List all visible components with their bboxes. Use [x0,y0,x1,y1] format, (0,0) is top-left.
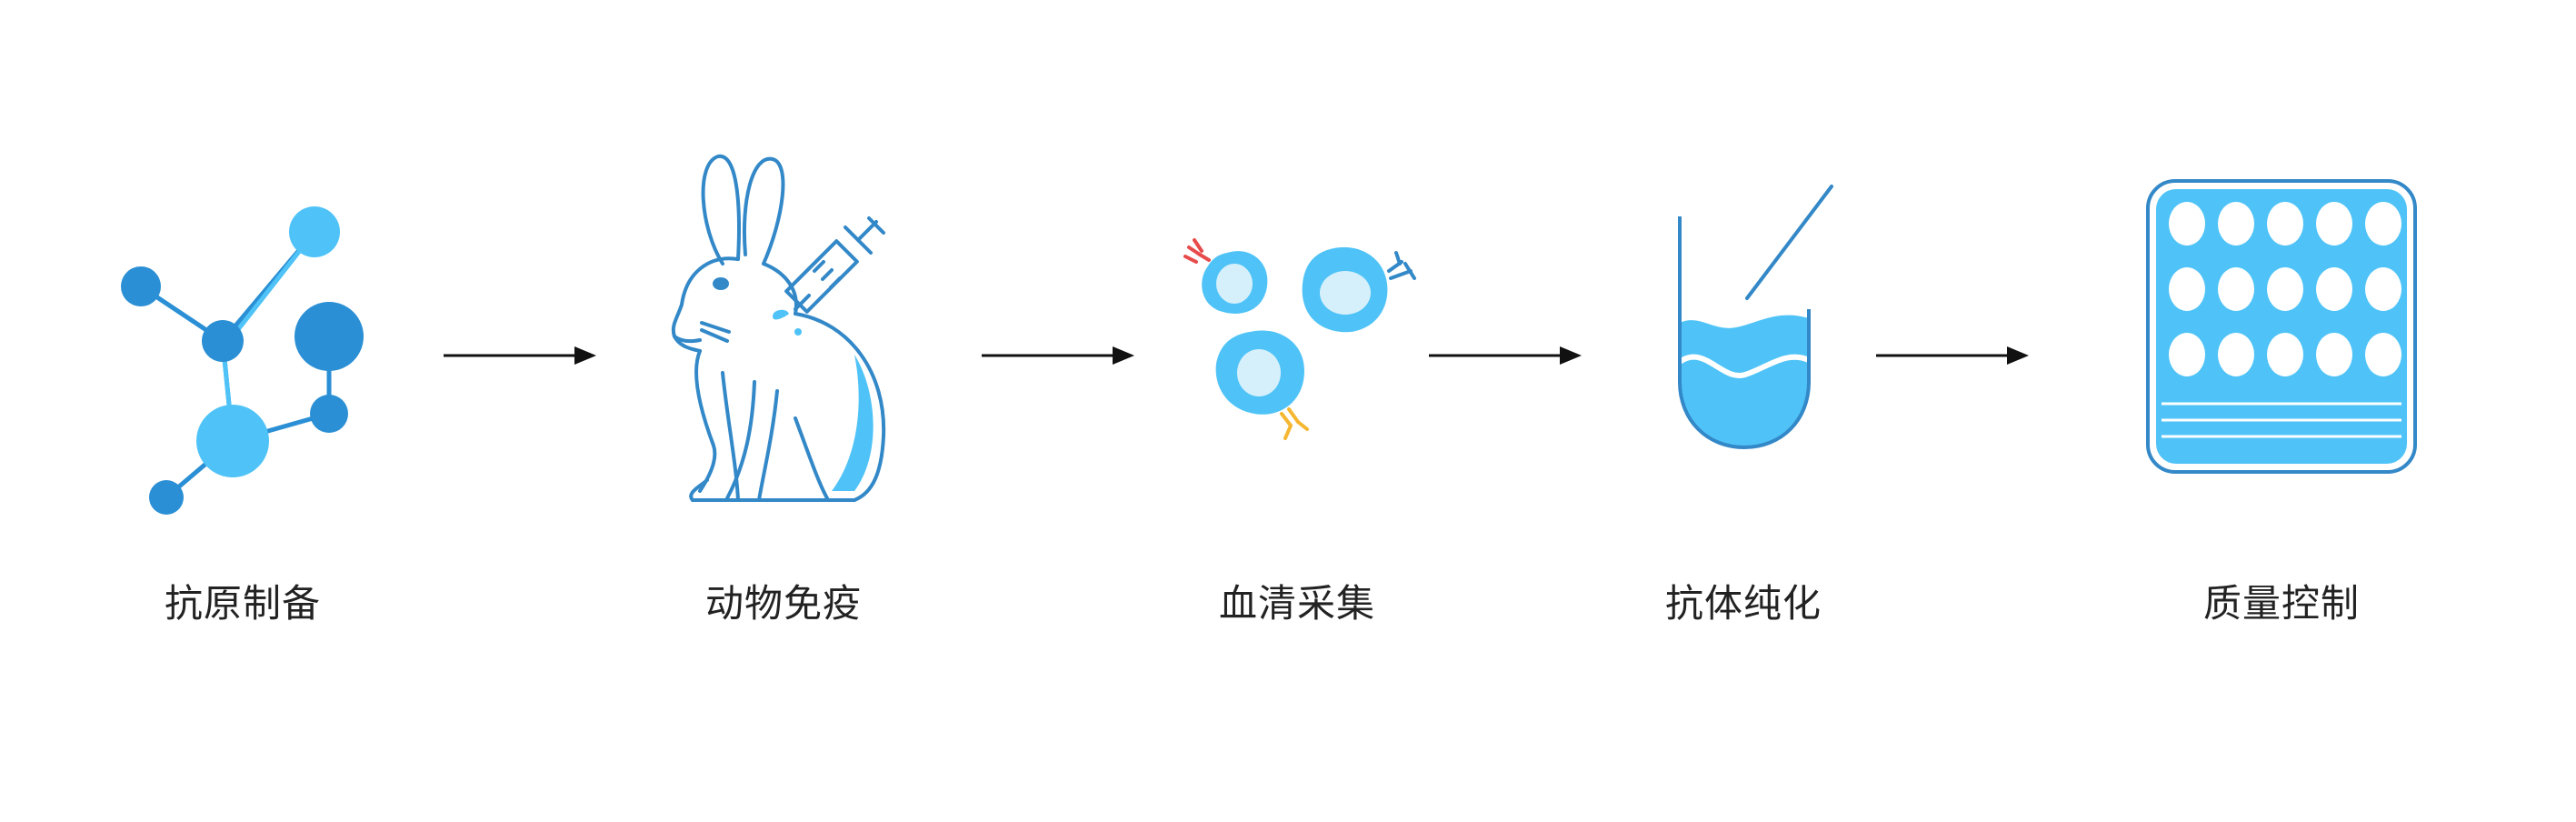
step-label-serum-collection: 血清采集 [1218,581,1375,626]
molecule-node [202,320,244,362]
molecule-icon [121,206,364,515]
well-plate-icon [2146,179,2417,474]
beaker-icon [1678,185,1833,450]
antibody-yellow [1280,407,1309,440]
antibody-blue [1387,251,1416,280]
molecule-node [289,206,340,257]
step-label-antibody-purification: 抗体纯化 [1664,581,1822,626]
molecule-node [149,480,184,515]
step-label-animal-immunization: 动物免疫 [704,581,862,626]
step-label-quality-control: 质量控制 [2202,581,2360,626]
well-grid [2169,202,2401,376]
rabbit-syringe-icon [671,154,886,502]
molecule-node [196,405,269,477]
molecule-node [295,302,364,371]
flow-arrow [1429,346,1582,365]
antibody-red [1183,238,1211,264]
flow-arrow [444,346,596,365]
flow-arrow [982,346,1134,365]
step-label-antigen-preparation: 抗原制备 [164,581,321,626]
cells-antibody-icon [1183,238,1416,440]
flow-arrow [1876,346,2029,365]
molecule-node [121,266,161,306]
molecule-node [310,395,348,433]
